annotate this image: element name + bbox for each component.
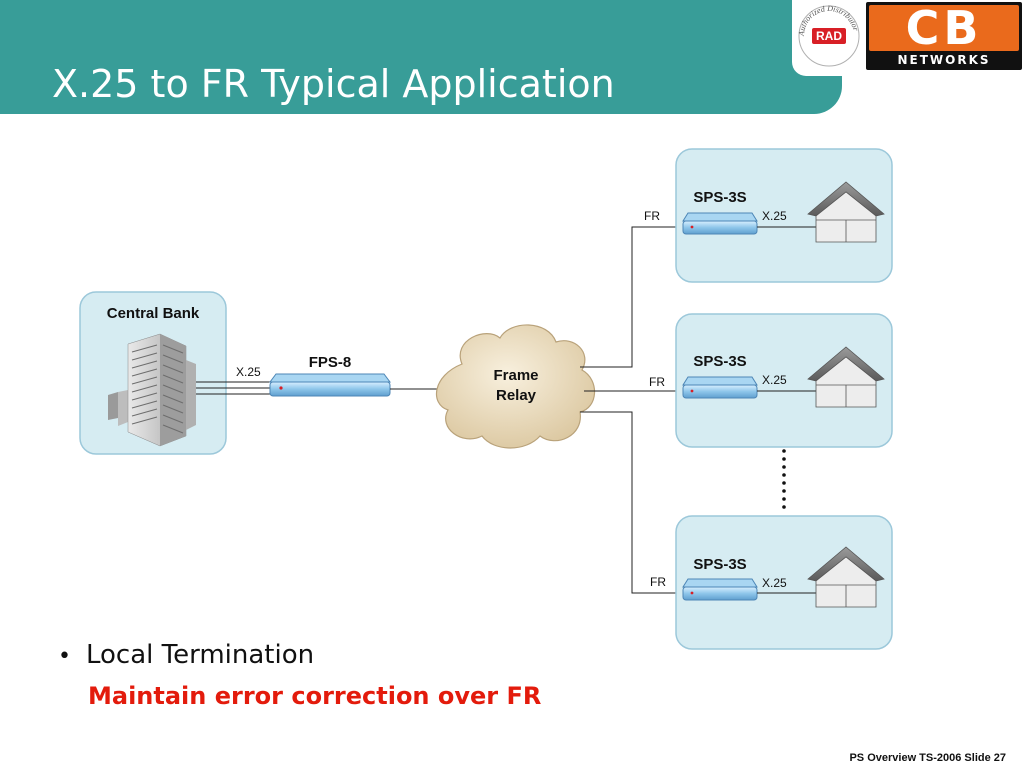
frame-relay-label-2: Relay <box>496 387 537 404</box>
rad-mark: RAD <box>816 29 842 43</box>
remote-device-label: SPS-3S <box>693 353 746 370</box>
more-sites-dots <box>782 449 786 509</box>
cloud-links <box>580 226 683 594</box>
remote-site-1: SPS-3S FR X.25 <box>644 148 893 283</box>
frame-relay-label-1: Frame <box>493 367 538 384</box>
central-bank-label: Central Bank <box>107 305 200 322</box>
house-icon <box>807 346 885 408</box>
remote-wan-label: FR <box>644 209 660 223</box>
remote-lan-label: X.25 <box>762 373 787 387</box>
central-link-label: X.25 <box>236 365 261 379</box>
fps8-label: FPS-8 <box>309 354 352 371</box>
remote-site-3: SPS-3S FR X.25 <box>650 515 893 650</box>
bank-links <box>196 381 274 395</box>
sps3s-device-icon <box>682 212 758 235</box>
remote-lan-label: X.25 <box>762 209 787 223</box>
building-icon <box>108 333 196 447</box>
cb-networks-logo: CB NETWORKS <box>866 2 1022 70</box>
bullet-point: • Local Termination <box>58 640 314 670</box>
bullet-dot-icon: • <box>58 644 71 669</box>
remote-device-label: SPS-3S <box>693 189 746 206</box>
sub-point-text: Maintain error correction over FR <box>88 682 542 710</box>
slide-footer: PS Overview TS-2006 Slide 27 <box>849 752 1006 764</box>
cb-logo-main: CB <box>869 5 1019 51</box>
bullet-text: Local Termination <box>86 640 315 670</box>
remote-site-2: SPS-3S FR X.25 <box>649 313 893 448</box>
fps8-device-icon <box>269 373 391 397</box>
remote-lan-label: X.25 <box>762 576 787 590</box>
rad-seal-icon: Authorized Distributor RAD <box>797 4 861 67</box>
house-icon <box>807 546 885 608</box>
remote-device-label: SPS-3S <box>693 556 746 573</box>
slide-title: X.25 to FR Typical Application <box>52 62 615 106</box>
cb-logo-sub: NETWORKS <box>897 53 991 67</box>
sps3s-device-icon <box>682 376 758 399</box>
remote-wan-label: FR <box>650 575 666 589</box>
house-icon <box>807 181 885 243</box>
header-band <box>0 0 842 114</box>
sps3s-device-icon <box>682 578 758 601</box>
remote-wan-label: FR <box>649 375 665 389</box>
